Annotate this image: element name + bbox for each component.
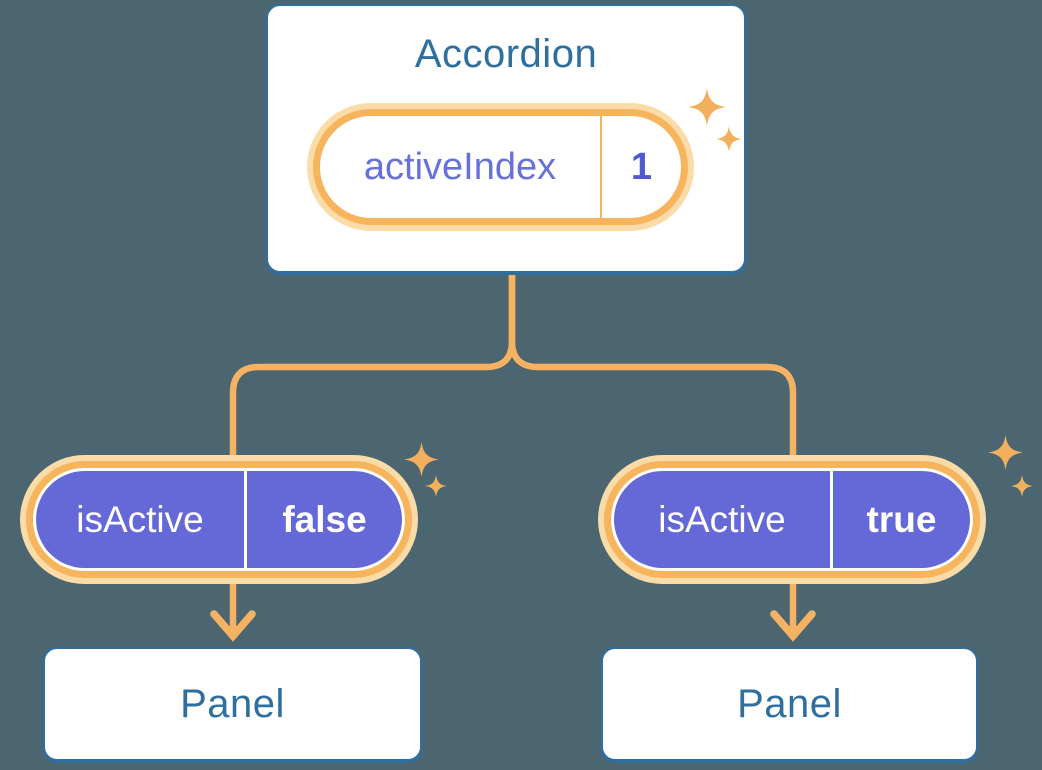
sparkle-icon <box>716 126 742 152</box>
accordion-title: Accordion <box>414 32 598 76</box>
panel-box-right: Panel <box>601 647 978 761</box>
sparkle-icon <box>425 475 447 497</box>
connector-right <box>508 268 797 635</box>
sparkle-icon <box>988 435 1023 470</box>
prop-label: isActive <box>76 498 204 540</box>
pill-divider <box>244 471 247 568</box>
prop-pill-right: isActive true <box>604 461 980 578</box>
sparkle-icon <box>688 88 726 126</box>
panel-title: Panel <box>737 681 842 726</box>
pill-divider <box>830 471 833 568</box>
arrowhead-left-icon <box>210 610 256 642</box>
sparkle-icon <box>404 442 439 477</box>
state-label: activeIndex <box>363 145 557 188</box>
prop-pill-left: isActive false <box>26 461 412 578</box>
prop-label: isActive <box>658 498 786 540</box>
state-pill: activeIndex 1 <box>313 109 688 225</box>
prop-value: true <box>866 498 937 540</box>
pill-divider <box>600 116 602 218</box>
sparkle-icon <box>1011 475 1033 497</box>
state-value: 1 <box>630 145 653 188</box>
prop-value: false <box>282 498 367 540</box>
panel-title: Panel <box>180 681 285 726</box>
panel-box-left: Panel <box>43 647 422 761</box>
arrowhead-right-icon <box>770 610 816 642</box>
